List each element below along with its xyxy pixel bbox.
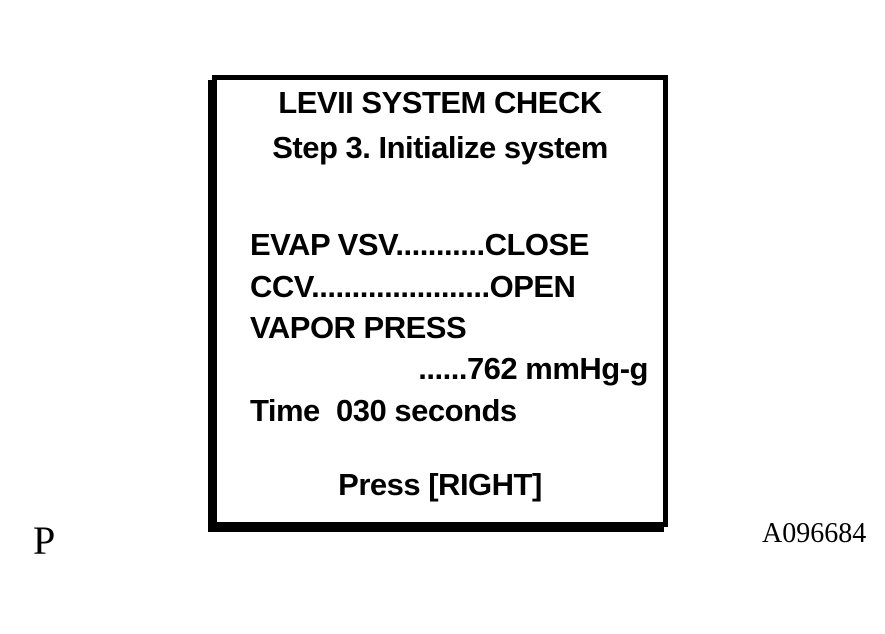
screen-step-line: Step 3. Initialize system xyxy=(272,130,608,165)
page-label: P xyxy=(33,518,56,563)
reading-evap-vsv: EVAP VSV...........CLOSE xyxy=(250,227,589,262)
screen-prompt-press-right: Press [RIGHT] xyxy=(338,467,542,502)
reading-time: Time 030 seconds xyxy=(250,393,517,428)
figure-code: A096684 xyxy=(762,518,867,549)
reading-vapor-press-value: ......762 mmHg-g xyxy=(418,351,648,386)
scan-tool-screen: LEVII SYSTEM CHECK Step 3. Initialize sy… xyxy=(212,75,668,527)
reading-vapor-press-label: VAPOR PRESS xyxy=(250,310,467,345)
screen-title: LEVII SYSTEM CHECK xyxy=(278,85,602,120)
reading-ccv: CCV......................OPEN xyxy=(250,269,576,304)
